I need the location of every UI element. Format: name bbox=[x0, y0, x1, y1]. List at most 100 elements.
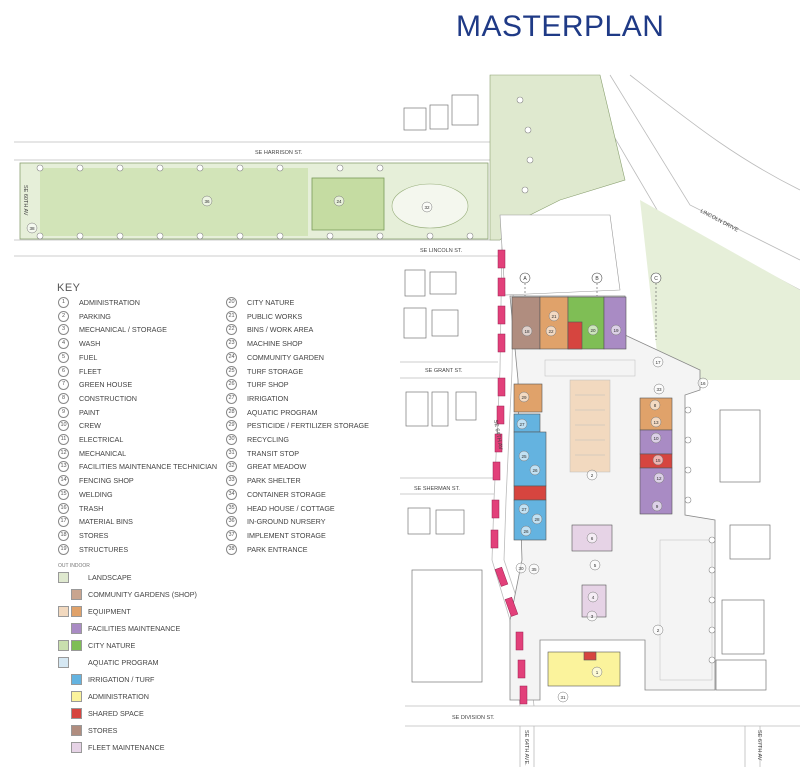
callout-27: 27 bbox=[519, 422, 525, 427]
key-label: IRRIGATION bbox=[247, 393, 289, 403]
key-label: CONTAINER STORAGE bbox=[247, 489, 326, 499]
category-item: LANDSCAPE bbox=[58, 572, 132, 584]
category-label: FACILITIES MAINTENANCE bbox=[88, 624, 181, 633]
key-label: FACILITIES MAINTENANCE TECHNICIAN bbox=[79, 462, 218, 472]
key-item: 3 MECHANICAL / STORAGE bbox=[58, 324, 167, 336]
key-item: 8 CONSTRUCTION bbox=[58, 392, 137, 405]
key-item: 9 PAINT bbox=[58, 406, 100, 419]
key-number: 2 bbox=[58, 310, 69, 322]
key-label: PUBLIC WORKS bbox=[247, 311, 303, 321]
callout-18: 18 bbox=[524, 329, 530, 334]
key-label: WELDING bbox=[79, 489, 113, 499]
callout-35: 35 bbox=[531, 567, 537, 572]
key-label: TURF SHOP bbox=[247, 380, 289, 390]
callout-27b: 27 bbox=[521, 507, 527, 512]
key-heading: KEY bbox=[57, 282, 81, 294]
key-item: 34 CONTAINER STORAGE bbox=[226, 488, 326, 501]
key-number: 1 bbox=[58, 297, 69, 308]
indoor-swatch bbox=[71, 640, 82, 651]
key-number: 34 bbox=[226, 488, 237, 500]
key-label: PAINT bbox=[79, 407, 100, 417]
callout-33: 33 bbox=[656, 387, 662, 392]
street-label-lincoln-drive: LINCOLN DRIVE bbox=[699, 208, 739, 233]
key-label: GREAT MEADOW bbox=[247, 462, 307, 472]
key-label: RECYCLING bbox=[247, 435, 289, 444]
callout-29: 29 bbox=[521, 395, 527, 400]
key-number: 3 bbox=[58, 324, 69, 336]
key-item: 17 MATERIAL BINS bbox=[58, 516, 133, 528]
marker-labels: A B C bbox=[523, 276, 658, 282]
category-label: AQUATIC PROGRAM bbox=[88, 658, 159, 667]
category-item: STORES bbox=[58, 725, 117, 737]
key-number: 35 bbox=[226, 502, 237, 514]
key-number: 18 bbox=[58, 529, 69, 541]
callouts bbox=[26, 195, 709, 703]
callout-22: 22 bbox=[548, 329, 554, 334]
key-number: 28 bbox=[226, 406, 237, 418]
callout-6: 6 bbox=[591, 536, 594, 541]
street-label-67th: SE 67TH AV bbox=[756, 730, 762, 761]
callout-26: 26 bbox=[532, 468, 538, 473]
callout-38: 38 bbox=[29, 226, 35, 231]
category-label: STORES bbox=[88, 726, 118, 735]
key-number: 6 bbox=[58, 365, 69, 377]
key-label: MATERIAL BINS bbox=[79, 517, 133, 527]
category-item: FLEET MAINTENANCE bbox=[58, 742, 165, 754]
category-label: IRRIGATION / TURF bbox=[88, 675, 155, 684]
callout-8: 8 bbox=[654, 403, 657, 408]
key-label: CREW bbox=[79, 421, 101, 431]
indoor-swatch bbox=[71, 623, 82, 634]
callout-32: 32 bbox=[424, 205, 430, 210]
category-item: CITY NATURE bbox=[58, 640, 135, 652]
key-label: FENCING SHOP bbox=[79, 476, 134, 486]
callout-13: 13 bbox=[653, 420, 659, 425]
key-label: STRUCTURES bbox=[79, 544, 129, 554]
page-title: MASTERPLAN bbox=[456, 10, 665, 43]
key-number: 29 bbox=[226, 420, 237, 432]
key-number: 7 bbox=[58, 379, 69, 391]
key-label: MECHANICAL / STORAGE bbox=[79, 325, 167, 335]
key-number: 9 bbox=[58, 406, 69, 418]
category-item: FACILITIES MAINTENANCE bbox=[58, 623, 180, 635]
callout-19: 19 bbox=[613, 328, 619, 333]
key-number: 4 bbox=[58, 338, 69, 350]
key-number: 33 bbox=[226, 475, 237, 487]
outdoor-swatch bbox=[58, 606, 69, 617]
callout-labels: 38 36 24 32 18 21 22 20 19 17 33 16 29 2… bbox=[29, 199, 706, 700]
callout-4: 4 bbox=[592, 595, 595, 600]
callout-20: 20 bbox=[590, 328, 596, 333]
indoor-swatch bbox=[71, 725, 82, 736]
marker-c: C bbox=[654, 276, 658, 282]
key-number: 17 bbox=[58, 516, 69, 528]
category-label: FLEET MAINTENANCE bbox=[88, 743, 165, 752]
key-label: MACHINE SHOP bbox=[247, 339, 303, 349]
category-item: SHARED SPACE bbox=[58, 708, 144, 720]
callout-10: 10 bbox=[653, 436, 659, 441]
callout-2a: 2 bbox=[591, 473, 594, 478]
key-label: IN-GROUND NURSERY bbox=[247, 517, 326, 527]
key-number: 22 bbox=[226, 324, 237, 336]
key-label: CONSTRUCTION bbox=[79, 393, 137, 403]
outdoor-swatch bbox=[58, 640, 69, 651]
outdoor-swatch bbox=[58, 572, 69, 583]
key-number: 8 bbox=[58, 392, 69, 404]
callout-28: 28 bbox=[534, 517, 540, 522]
key-label: WASH bbox=[79, 339, 101, 349]
category-item: IRRIGATION / TURF bbox=[58, 674, 154, 686]
parking-areas bbox=[544, 359, 713, 681]
street-label-lincoln: SE LINCOLN ST. bbox=[420, 248, 463, 254]
